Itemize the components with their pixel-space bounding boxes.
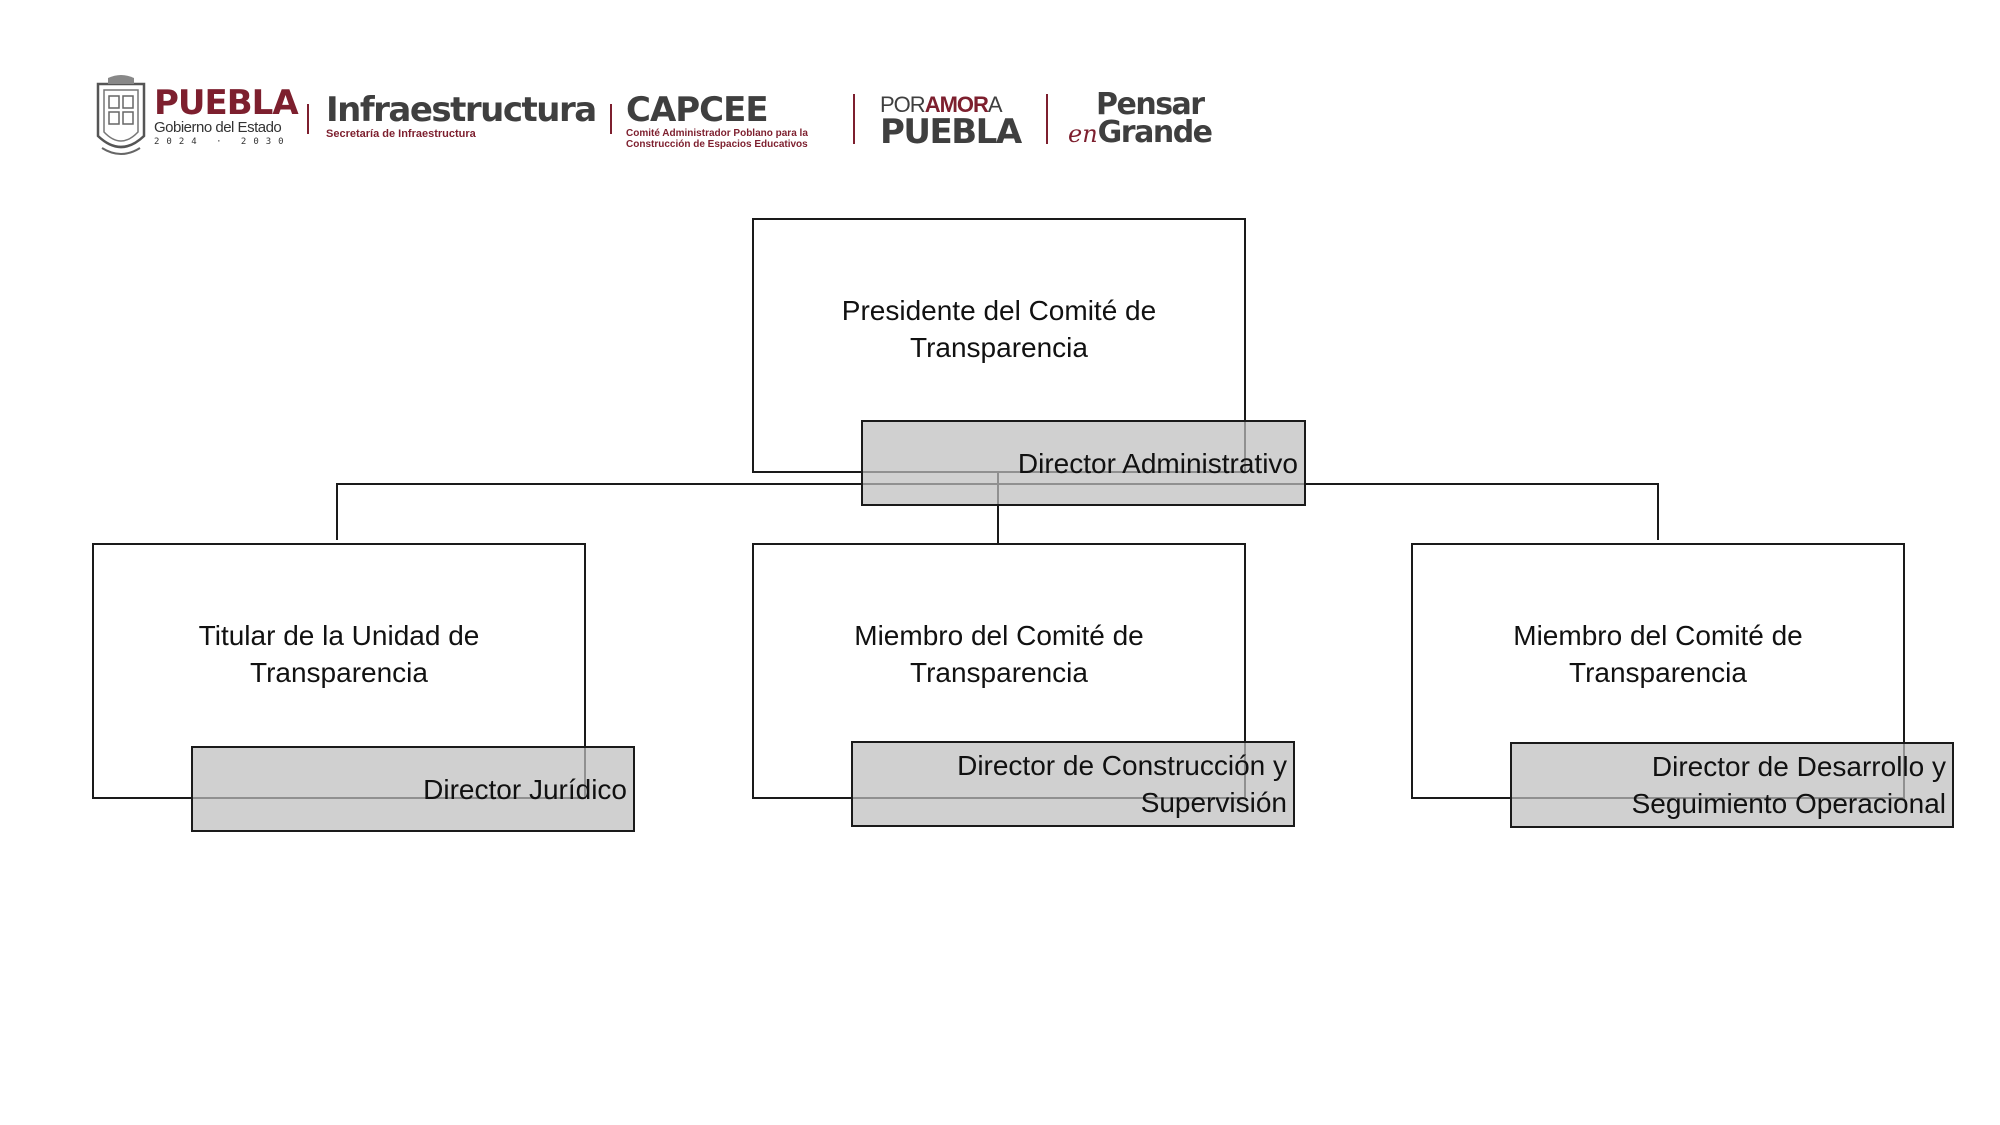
capcee-logo-name: CAPCEE	[626, 90, 769, 130]
member-holder-label-1: Director Jurídico	[191, 746, 635, 832]
member-holder-3: Director de Desarrollo y Seguimiento Ope…	[1631, 751, 1946, 819]
logo-divider	[1046, 94, 1048, 144]
infraestructura-logo: Infraestructura Secretaría de Infraestru…	[326, 90, 597, 140]
por-word: POR	[880, 92, 926, 117]
en-grande-line: enGrande	[1068, 115, 1213, 150]
president-holder-label: Director Administrativo	[861, 420, 1306, 506]
logo-divider	[610, 104, 612, 134]
member-holder-label-3: Director de Desarrollo y Seguimiento Ope…	[1510, 742, 1954, 828]
member-holder-label-2: Director de Construcción y Supervisión	[851, 741, 1295, 827]
infraestructura-logo-subtitle: Secretaría de Infraestructura	[326, 128, 476, 140]
president-role: Presidente del Comité de Transparencia	[841, 295, 1157, 363]
connector-left	[336, 483, 998, 540]
member-role-2: Miembro del Comité de Transparencia	[854, 620, 1144, 688]
member-holder-2: Director de Construcción y Supervisión	[957, 750, 1287, 818]
logo-divider	[853, 94, 855, 144]
member-holder-1: Director Jurídico	[423, 773, 627, 805]
amor-word: AMOR	[924, 92, 989, 117]
logo-strip: PUEBLA Gobierno del Estado 2024 · 2030 I…	[0, 0, 2000, 180]
puebla-logo-years: 2024 · 2030	[154, 137, 291, 147]
puebla-coat-of-arms-icon	[96, 75, 146, 155]
logo-divider	[307, 104, 309, 134]
capcee-logo-subtitle-1: Comité Administrador Poblano para la	[626, 128, 808, 139]
por-amor-puebla-word: PUEBLA	[880, 112, 1022, 152]
pensar-en-grande-logo: Pensar enGrande	[1068, 87, 1213, 150]
president-holder: Director Administrativo	[1017, 447, 1298, 479]
puebla-logo-name: PUEBLA	[154, 83, 299, 123]
puebla-logo: PUEBLA Gobierno del Estado 2024 · 2030	[154, 83, 299, 148]
pensar-word: Pensar	[1096, 87, 1205, 122]
capcee-logo-subtitle-2: Construcción de Espacios Educativos	[626, 139, 808, 150]
infraestructura-logo-name: Infraestructura	[326, 90, 597, 130]
puebla-logo-subtitle: Gobierno del Estado	[154, 119, 282, 136]
a-word: A	[987, 92, 1003, 117]
por-amor-a-line: PORAMORA	[880, 94, 1021, 116]
por-amor-a-puebla-logo: PORAMORA PUEBLA	[880, 94, 1022, 152]
member-role-1: Titular de la Unidad de Transparencia	[198, 620, 480, 688]
member-role-3: Miembro del Comité de Transparencia	[1513, 620, 1803, 688]
capcee-logo: CAPCEE Comité Administrador Poblano para…	[626, 92, 808, 150]
grande-word: Grande	[1097, 115, 1213, 150]
en-word: en	[1068, 120, 1098, 148]
